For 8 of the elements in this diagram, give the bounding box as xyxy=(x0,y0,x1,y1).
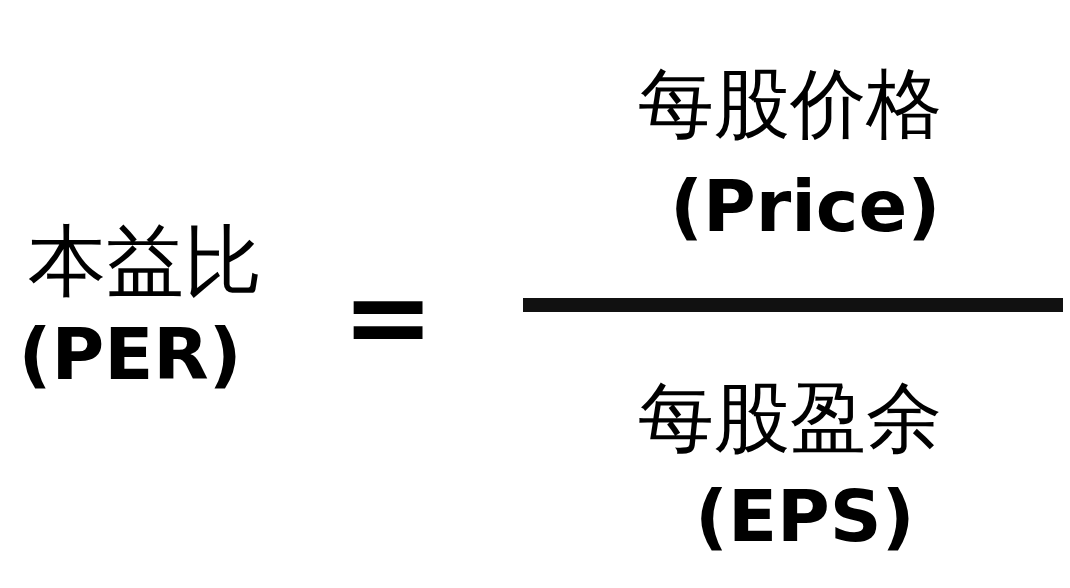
equals-sign: = xyxy=(342,262,435,372)
numerator-name: 每股价格 xyxy=(638,66,942,142)
denominator-abbreviation: (EPS) xyxy=(695,480,915,552)
numerator-abbreviation: (Price) xyxy=(670,170,941,242)
ratio-name: 本益比 xyxy=(28,222,262,300)
denominator-name: 每股盈余 xyxy=(638,380,942,456)
fraction-bar xyxy=(523,298,1063,312)
ratio-abbreviation: (PER) xyxy=(18,318,242,390)
